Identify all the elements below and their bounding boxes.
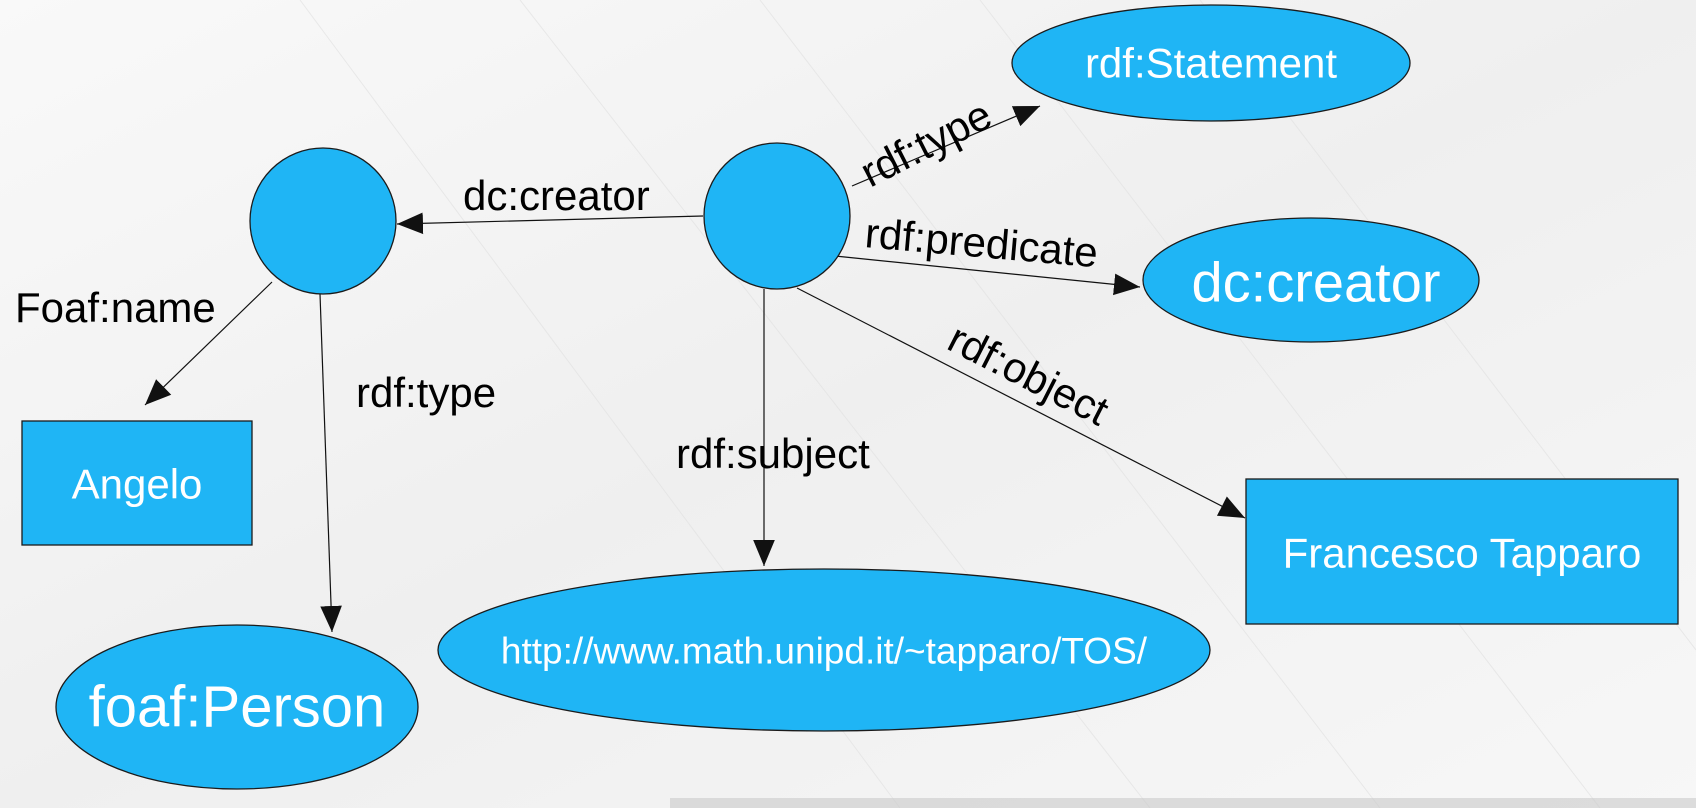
edge-label-rdf-type-person: rdf:type (356, 369, 496, 416)
node-francesco-tapparo (1245, 478, 1679, 625)
edge-label-foaf-name: Foaf:name (15, 284, 216, 331)
node-dc-creator-label: dc:creator (1192, 251, 1441, 314)
blank-node-person (249, 147, 397, 295)
edge-rdf-object (796, 287, 1246, 519)
bottom-texture (670, 798, 1696, 808)
node-francesco-tapparo-label: Francesco Tapparo (1283, 530, 1642, 577)
node-url-label: http://www.math.unipd.it/~tapparo/TOS/ (501, 631, 1148, 672)
edge-label-rdf-subject: rdf:subject (676, 430, 870, 477)
node-rdf-statement-label: rdf:Statement (1085, 40, 1337, 87)
edge-label-dc-creator: dc:creator (463, 172, 650, 219)
node-angelo (21, 420, 253, 546)
blank-node-statement (703, 142, 851, 290)
node-url (437, 568, 1211, 732)
node-dc-creator (1142, 217, 1480, 343)
edge-rdf-type-person (319, 293, 342, 633)
node-rdf-statement (1011, 4, 1411, 122)
edge-foaf-name (144, 281, 273, 406)
edge-dc-creator (396, 212, 704, 235)
node-foaf-person (55, 624, 419, 790)
node-foaf-person-label: foaf:Person (89, 675, 386, 740)
node-angelo-label: Angelo (72, 461, 203, 508)
edge-rdf-predicate (834, 255, 1141, 296)
edge-rdf-type-statement (851, 105, 1041, 187)
edges (144, 105, 1246, 633)
